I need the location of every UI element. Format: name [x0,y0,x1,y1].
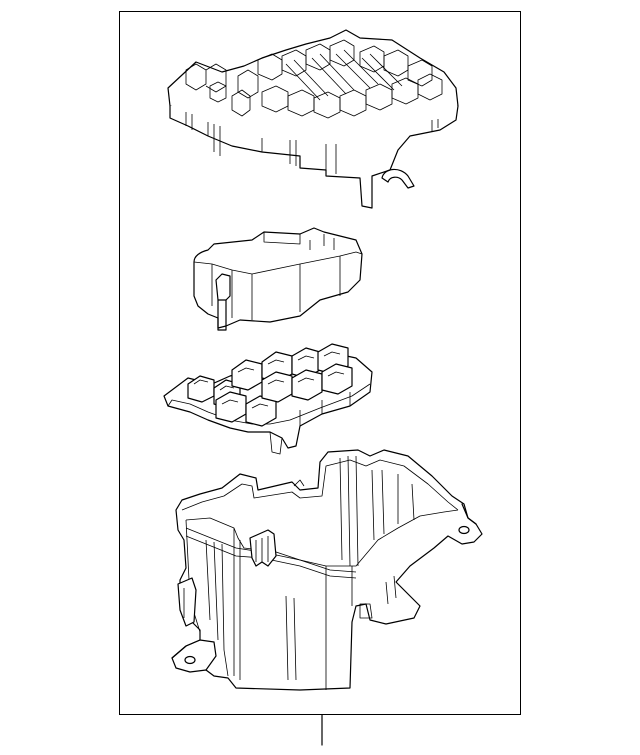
relay-block-cover [193,227,363,331]
upper-cover [167,29,459,209]
diagram-frame [119,11,521,715]
lower-case [171,449,483,691]
relay-block [163,343,373,455]
